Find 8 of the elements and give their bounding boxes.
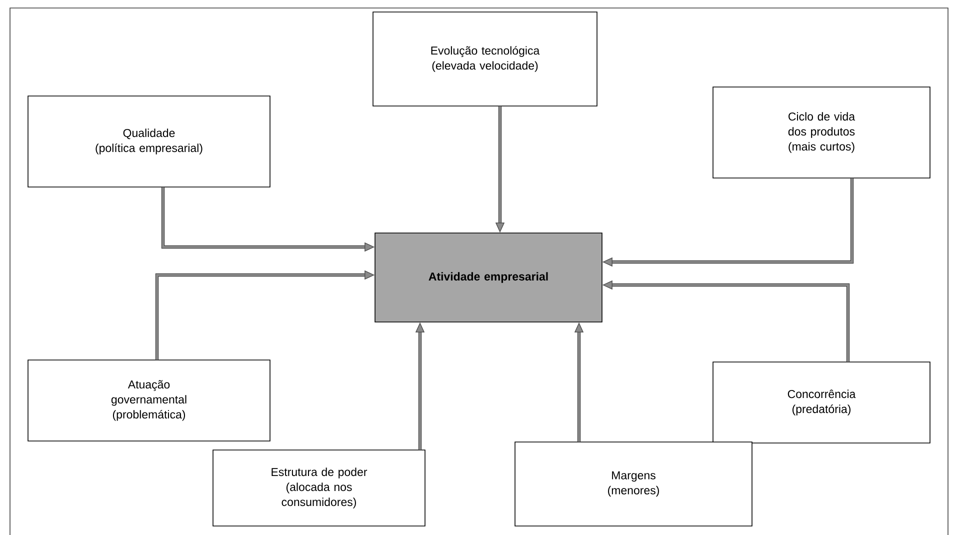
factor-box: Atuação governamental (problemática) bbox=[28, 360, 270, 442]
factor-box: Qualidade (política empresarial) bbox=[28, 96, 270, 188]
central-box: Atividade empresarial bbox=[374, 232, 602, 322]
factor-box: Estrutura de poder (alocada nos consumidores) bbox=[212, 450, 426, 526]
factor-box: Concorrência (predatória) bbox=[712, 362, 930, 444]
factor-box: Ciclo de vida dos produtos (mais curtos) bbox=[712, 86, 930, 178]
factor-box: Evolução tecnológica (elevada velocidade) bbox=[372, 12, 598, 106]
factor-box: Margens (menores) bbox=[514, 442, 752, 526]
